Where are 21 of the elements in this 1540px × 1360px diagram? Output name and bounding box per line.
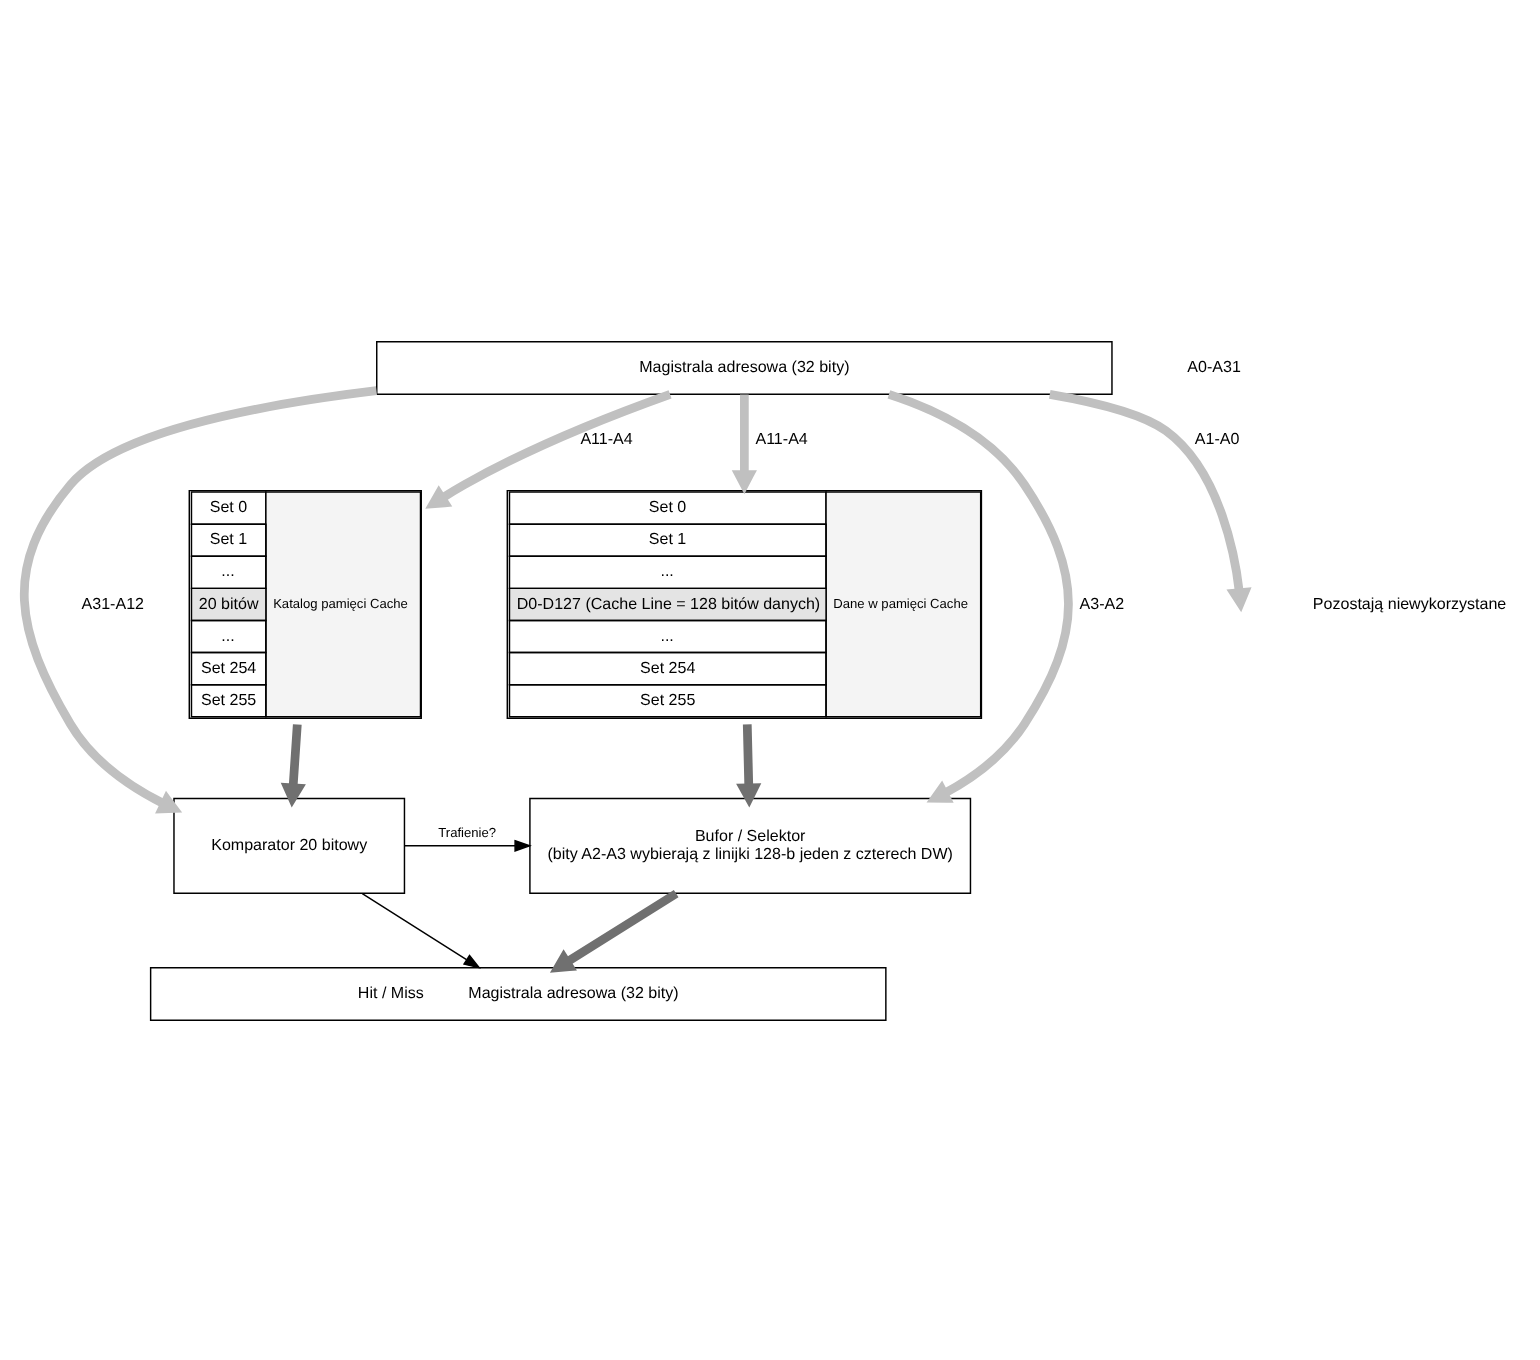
arrow (1049, 389, 1252, 612)
edge-label: A3-A2 (1079, 593, 1125, 612)
edge-label: A11-A4 (755, 428, 808, 447)
arrow (361, 891, 481, 968)
arrow (887, 389, 1073, 802)
arrow (404, 838, 532, 851)
node-box: Hit / Miss Magistrala adresowa (32 bity) (149, 965, 887, 1020)
arrow (549, 888, 679, 972)
arrow (425, 389, 672, 508)
label: Pozostają niewykorzystane (1312, 593, 1507, 612)
edge-label: A11-A4 (580, 428, 633, 447)
arrow (280, 723, 306, 807)
arrow (736, 723, 762, 807)
edge-label: A31-A12 (81, 593, 144, 612)
edge-label: A1-A0 (1194, 428, 1240, 447)
node-box: Bufor / Selektor (bity A2-A3 wybierają z linijki 128-b jeden z czterech DW) (529, 796, 972, 893)
arrow (20, 385, 378, 813)
node-box: Komparator 20 bitowy (173, 796, 406, 893)
label: A0-A31 (1187, 357, 1241, 376)
node-box: Magistrala adresowa (32 bity) (376, 340, 1113, 395)
arrow (731, 393, 757, 494)
